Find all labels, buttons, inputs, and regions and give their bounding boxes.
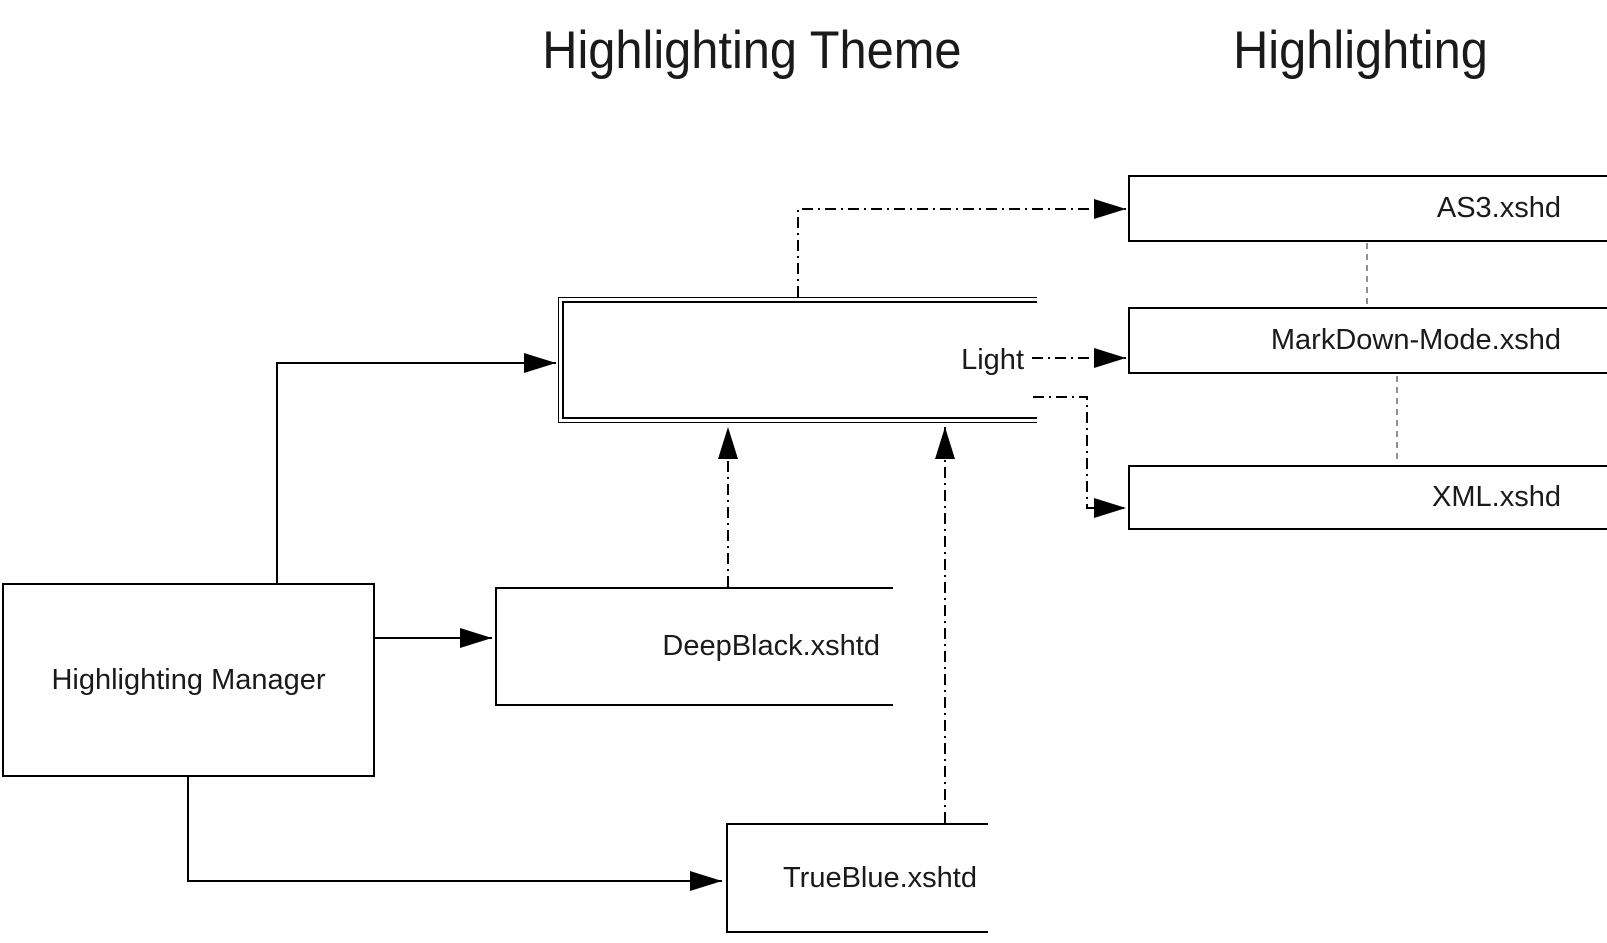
edge-manager-to-trueblue <box>187 777 722 891</box>
column-title-highlighting-text: Highlighting <box>1232 21 1488 80</box>
node-highlighting-manager: Highlighting Manager <box>2 583 375 777</box>
node-light-theme-label: Light <box>961 343 1024 376</box>
node-as3-highlighting: AS3.xshd <box>1128 175 1607 242</box>
node-markdown-highlighting: MarkDown-Mode.xshd <box>1128 307 1607 374</box>
edge-light-theme-to-as3 <box>797 199 1126 297</box>
node-markdown-highlighting-label: MarkDown-Mode.xshd <box>1270 324 1561 356</box>
node-light-theme-inner-border: Light <box>562 301 1037 419</box>
edge-manager-to-light-theme <box>276 353 556 583</box>
node-deepblack-theme: DeepBlack.xshtd <box>495 587 893 706</box>
node-as3-highlighting-label: AS3.xshd <box>1436 192 1561 224</box>
node-light-theme: Light <box>558 297 1037 423</box>
column-title-highlighting: Highlighting <box>1160 18 1560 84</box>
node-trueblue-theme-label: TrueBlue.xshtd <box>783 861 977 894</box>
edge-light-theme-to-xml <box>1033 396 1126 518</box>
node-highlighting-manager-label: Highlighting Manager <box>51 663 326 696</box>
node-trueblue-theme: TrueBlue.xshtd <box>726 823 988 933</box>
node-xml-highlighting: XML.xshd <box>1128 465 1607 530</box>
node-deepblack-theme-label: DeepBlack.xshtd <box>662 630 880 662</box>
column-title-highlighting-theme: Highlighting Theme <box>502 18 1002 84</box>
column-title-highlighting-theme-text: Highlighting Theme <box>542 21 962 80</box>
node-xml-highlighting-label: XML.xshd <box>1432 481 1561 513</box>
